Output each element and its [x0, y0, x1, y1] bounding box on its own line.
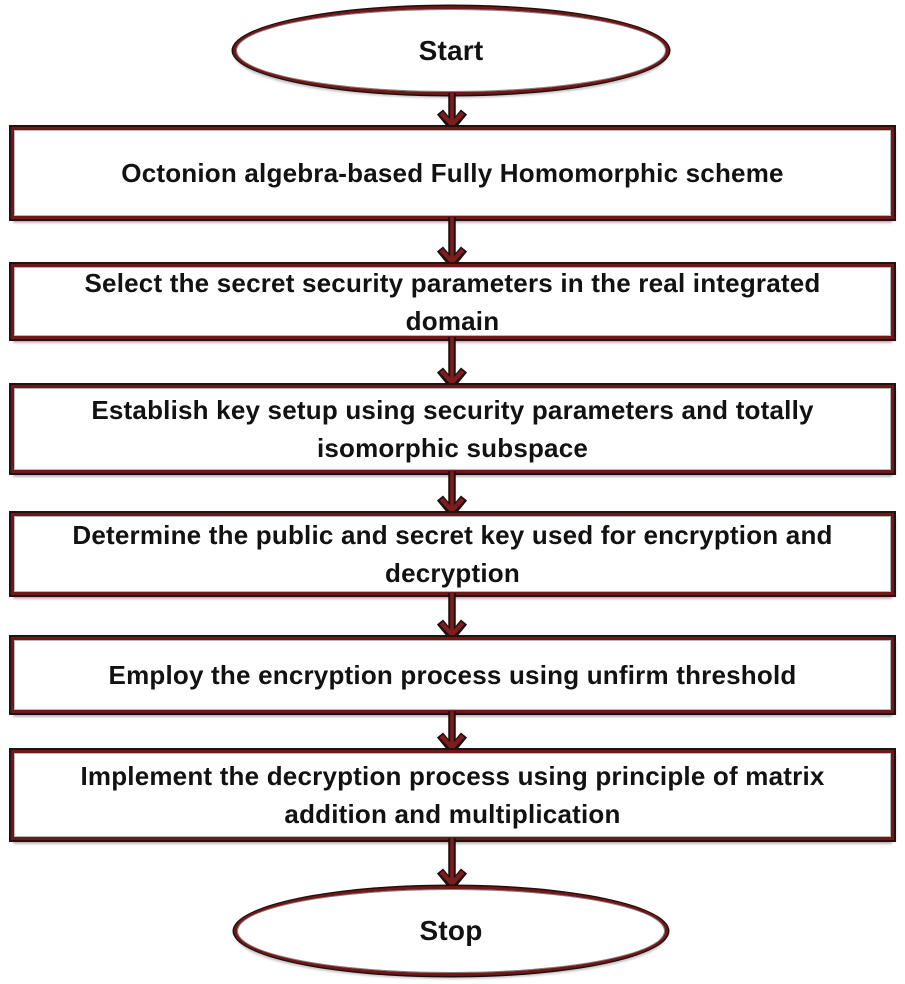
node-label-determine-keys: Determine the public and secret key used… [72, 520, 833, 588]
flowchart-node-determine-keys: Determine the public and secret key used… [11, 513, 894, 595]
node-label-start: Start [418, 34, 484, 66]
flow-arrow-down-icon [434, 337, 470, 391]
flow-arrow-down-icon [434, 593, 470, 643]
node-label-decryption: Implement the decryption process using p… [80, 761, 825, 829]
node-label-stop: Stop [419, 915, 483, 946]
node-label-select-parameters: Select the secret security parameters in… [84, 267, 821, 336]
node-label-scheme: Octonion algebra-based Fully Homomorphic… [121, 158, 784, 188]
flowchart-node-key-setup: Establish key setup using security param… [11, 385, 894, 473]
node-label-key-setup: Establish key setup using security param… [91, 395, 814, 463]
flowchart-node-stop: Stop [234, 886, 668, 976]
flow-arrow-down-icon [434, 838, 470, 892]
node-label-encryption: Employ the encryption process using unfi… [108, 660, 797, 690]
flowchart-node-encryption: Employ the encryption process using unfi… [11, 637, 894, 713]
flow-arrow-down-icon [434, 217, 470, 270]
flow-arrow-down-icon [434, 471, 470, 519]
flowchart-node-scheme: Octonion algebra-based Fully Homomorphic… [11, 127, 894, 219]
flow-arrow-down-icon [434, 711, 470, 756]
flow-arrow-down-icon [434, 93, 470, 133]
flowchart-node-start: Start [233, 6, 669, 95]
flowchart-node-decryption: Implement the decryption process using p… [11, 750, 894, 840]
flowchart-node-select-parameters: Select the secret security parameters in… [11, 264, 894, 339]
